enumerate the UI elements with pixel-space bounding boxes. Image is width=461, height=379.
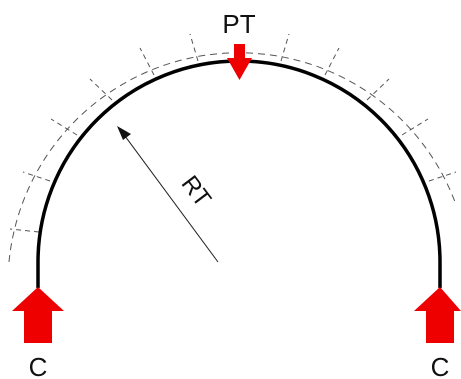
segment-line [324, 47, 340, 76]
main-arch [36, 59, 442, 288]
left-support-arrow [12, 287, 64, 343]
point-load-label: PT [222, 9, 255, 39]
segment-line [22, 171, 51, 182]
point-load-arrow-shaft [234, 44, 245, 60]
segment-line [428, 171, 457, 182]
right-support-arrow-shaft [426, 310, 454, 343]
right-support-arrow-head [414, 287, 461, 311]
radial-segment-lines [9, 33, 457, 233]
segment-line [366, 78, 390, 101]
right-support-label: C [431, 352, 450, 379]
point-load-arrow-head [227, 58, 252, 80]
radius-arrowhead [117, 126, 131, 140]
segment-line [9, 228, 40, 233]
left-support-arrow-head [12, 287, 64, 311]
radius-label: RT [176, 171, 217, 213]
segment-line [139, 47, 155, 76]
left-support-label: C [29, 352, 48, 379]
point-load-arrow [227, 44, 252, 80]
segment-line [89, 78, 113, 101]
radius-line [121, 131, 219, 263]
left-support-arrow-shaft [24, 310, 52, 343]
segment-line [280, 33, 290, 62]
segment-line [401, 118, 429, 136]
right-support-arrow [414, 287, 461, 343]
segment-line [50, 118, 78, 136]
segment-line [189, 33, 199, 62]
outer-dashed-arc [8, 52, 456, 263]
